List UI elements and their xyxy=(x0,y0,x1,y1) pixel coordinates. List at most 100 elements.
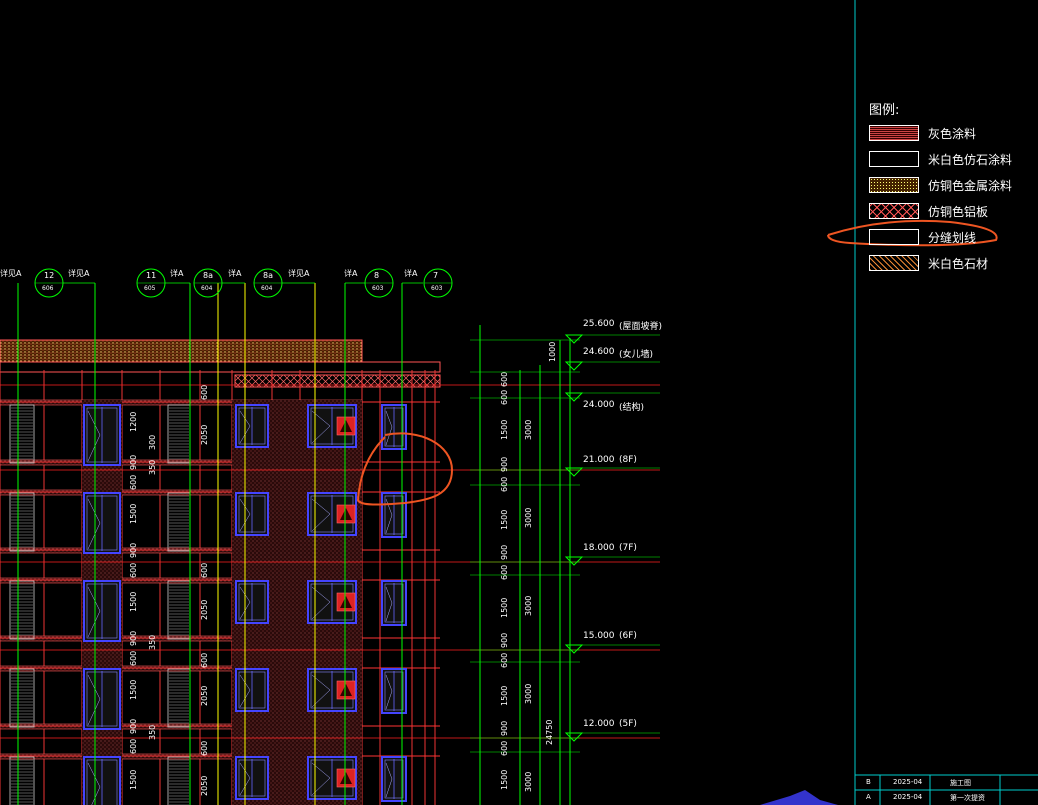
legend-swatch xyxy=(869,229,919,245)
dimension-text: 1500 xyxy=(129,679,138,700)
grid-bubble-number: 8 xyxy=(374,271,380,280)
louver xyxy=(167,668,191,728)
dimension-text: 600 xyxy=(200,562,209,578)
blue-fragment xyxy=(760,790,838,805)
marker-triangle xyxy=(340,684,352,696)
louver xyxy=(9,580,35,640)
dimension-text: 1200 xyxy=(129,411,138,432)
callout-note: 详见A xyxy=(0,269,22,278)
legend-swatch xyxy=(869,255,919,271)
grid-bubble-ref: 604 xyxy=(261,285,273,292)
dimension-text: 600 xyxy=(129,738,138,754)
legend-label: 米白色石材 xyxy=(928,257,989,271)
dimension-text: 600 xyxy=(500,564,509,580)
window-opening-mark xyxy=(311,674,331,708)
dimension-text: 600 xyxy=(200,740,209,756)
level-value: 24.000 xyxy=(583,400,615,410)
dimension-text: 600 xyxy=(200,384,209,400)
window-opening-mark xyxy=(87,674,101,726)
legend-item: 米白色石材 xyxy=(869,255,1038,273)
louver xyxy=(9,492,35,552)
dimension-text: 900 xyxy=(129,454,138,470)
level-marker xyxy=(564,556,584,566)
louver xyxy=(167,580,191,640)
grid-bubble-ref: 603 xyxy=(372,285,384,292)
window-opening-mark xyxy=(385,586,393,622)
level-marker xyxy=(564,467,584,477)
level-value: 25.600 xyxy=(583,319,615,329)
level-note: (8F) xyxy=(619,455,637,465)
callout-note: 详见A xyxy=(288,269,310,278)
legend-label: 灰色涂料 xyxy=(928,127,977,141)
dimension-text: 1500 xyxy=(129,591,138,612)
level-note: (结构) xyxy=(619,403,645,413)
title-block-rev: B xyxy=(866,778,871,786)
level-value: 21.000 xyxy=(583,455,615,465)
dimension-text: 900 xyxy=(129,542,138,558)
dimension-text: 1500 xyxy=(500,597,509,618)
legend-swatch xyxy=(869,125,919,141)
legend-label: 仿铜色铝板 xyxy=(928,205,989,219)
dimension-text: 2050 xyxy=(200,685,209,706)
level-note: (屋面坡脊) xyxy=(619,322,663,332)
dimension-text: 900 xyxy=(500,632,509,648)
dimension-text: 900 xyxy=(500,544,509,560)
grid-bubble-number: 8a xyxy=(263,271,273,280)
grid-bubble-number: 11 xyxy=(146,271,157,280)
grid-bubble-number: 8a xyxy=(203,271,213,280)
title-block-rev: A xyxy=(866,793,871,801)
dimension-text: 600 xyxy=(500,652,509,668)
louver xyxy=(9,668,35,728)
dimension-text: 2050 xyxy=(200,775,209,796)
dimension-text: 600 xyxy=(129,474,138,490)
level-value: 15.000 xyxy=(583,631,615,641)
legend-item: 仿铜色铝板 xyxy=(869,203,1038,221)
dimension-text: 2050 xyxy=(200,599,209,620)
marker-triangle xyxy=(340,772,352,784)
dimension-top: 1000 xyxy=(548,341,557,362)
window-opening-mark xyxy=(239,498,251,532)
legend-label: 米白色仿石涂料 xyxy=(928,153,1013,167)
window-opening-mark xyxy=(87,762,101,805)
level-marker xyxy=(564,392,584,402)
louver xyxy=(9,404,35,464)
callout-note: 详A xyxy=(344,269,358,278)
level-marker xyxy=(564,732,584,742)
dimension-text: 900 xyxy=(129,630,138,646)
level-marker xyxy=(564,644,584,654)
level-value: 12.000 xyxy=(583,719,615,729)
dimension-text: 900 xyxy=(129,718,138,734)
annotation-underline xyxy=(827,219,998,247)
title-block-date: 2025-04 xyxy=(893,778,923,786)
dimension-text: 3000 xyxy=(524,507,533,528)
dimension-text: 1500 xyxy=(500,419,509,440)
title-block-desc: 施工图 xyxy=(950,779,971,787)
callout-note: 详见A xyxy=(68,269,90,278)
dimension-total: 24750 xyxy=(545,719,554,745)
louver xyxy=(167,492,191,552)
window-opening-mark xyxy=(239,762,251,796)
dimension-text: 3000 xyxy=(524,771,533,792)
dimension-text: 900 xyxy=(500,456,509,472)
dimension-text: 1500 xyxy=(500,685,509,706)
callout-note: 详A xyxy=(170,269,184,278)
dimension-text: 600 xyxy=(500,740,509,756)
grid-bubble-ref: 604 xyxy=(201,285,213,292)
louver xyxy=(9,756,35,805)
level-marker xyxy=(564,334,584,344)
dimension-text: 600 xyxy=(129,562,138,578)
dimension-text: 3000 xyxy=(524,419,533,440)
dimension-text: 3000 xyxy=(524,595,533,616)
roof-band xyxy=(0,339,363,363)
callout-note: 详A xyxy=(228,269,242,278)
dimension-text: 1500 xyxy=(129,503,138,524)
window-opening-mark xyxy=(311,586,331,620)
legend-label: 分缝划线 xyxy=(928,231,977,245)
marker-triangle xyxy=(340,596,352,608)
level-value: 18.000 xyxy=(583,543,615,553)
grid-bubble-ref: 606 xyxy=(42,285,54,292)
window-opening-mark xyxy=(87,498,101,550)
dimension-text: 2050 xyxy=(200,424,209,445)
